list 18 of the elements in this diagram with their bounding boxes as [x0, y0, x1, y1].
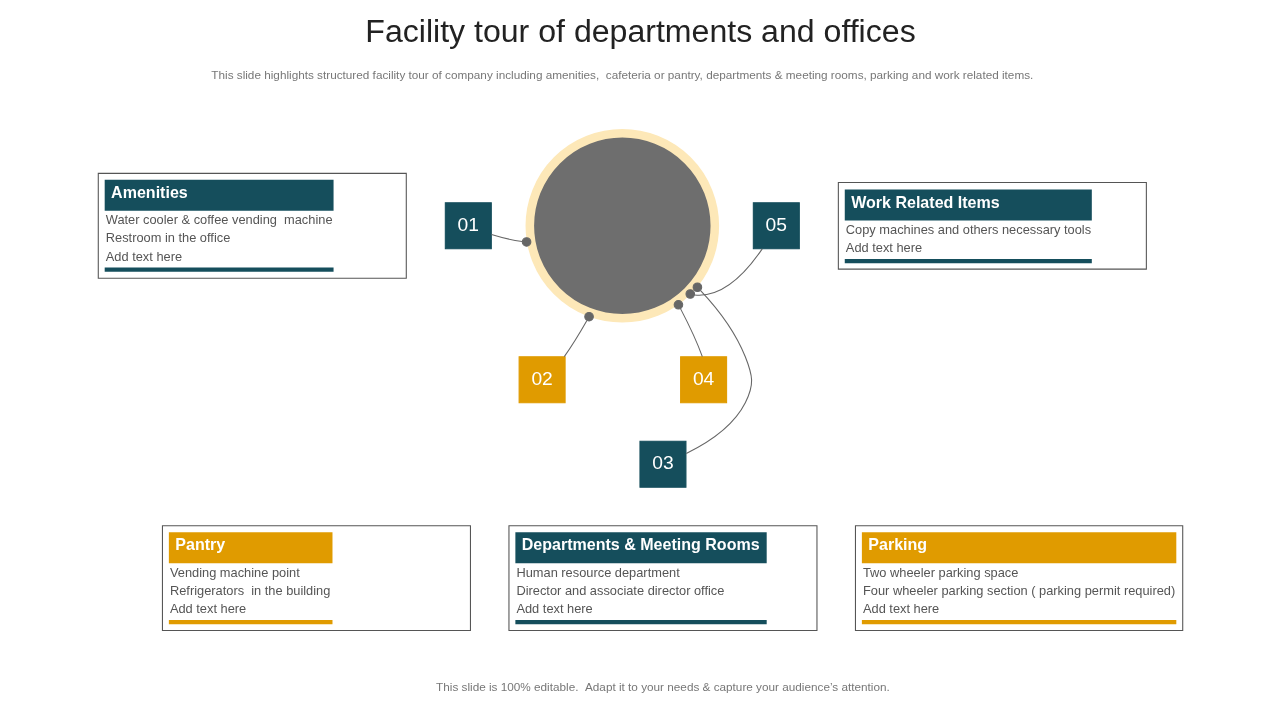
connector: [490, 234, 531, 247]
node-box: 03: [638, 440, 686, 488]
connector: [673, 299, 703, 358]
label: This slide is 100% editable. Adapt it to your needs & capture your audience’s attention.: [435, 680, 890, 694]
node-box: Amenities Water cooler & coffee vending machine Restroom in the office Add text here: [97, 172, 407, 279]
node-box: Work Related Items Copy machines and others necessary tools Add text here: [837, 181, 1147, 270]
node-box: 01: [444, 202, 492, 250]
diagram-title: Facility tour of departments and offices: [364, 13, 916, 50]
connector: [684, 248, 763, 299]
node-box: Pantry Vending machine point Refrigerators in the building Add text here: [161, 525, 471, 632]
node-box: 04: [679, 356, 727, 404]
node-box: Parking Two wheeler parking space Four wheeler parking section ( parking permit required) Add text here: [854, 525, 1183, 632]
label: This slide highlights structured facility tour of company including amenities, cafeteria or pantry, departments & meeting rooms, parking and work related items.: [210, 67, 1033, 81]
connector: [685, 282, 752, 454]
node-box: Departments & Meeting Rooms Human resource department Director and associate director office Add text here: [507, 525, 817, 632]
node-box: 05: [752, 202, 800, 250]
connector: [563, 311, 594, 358]
node-box: 02: [518, 356, 566, 404]
